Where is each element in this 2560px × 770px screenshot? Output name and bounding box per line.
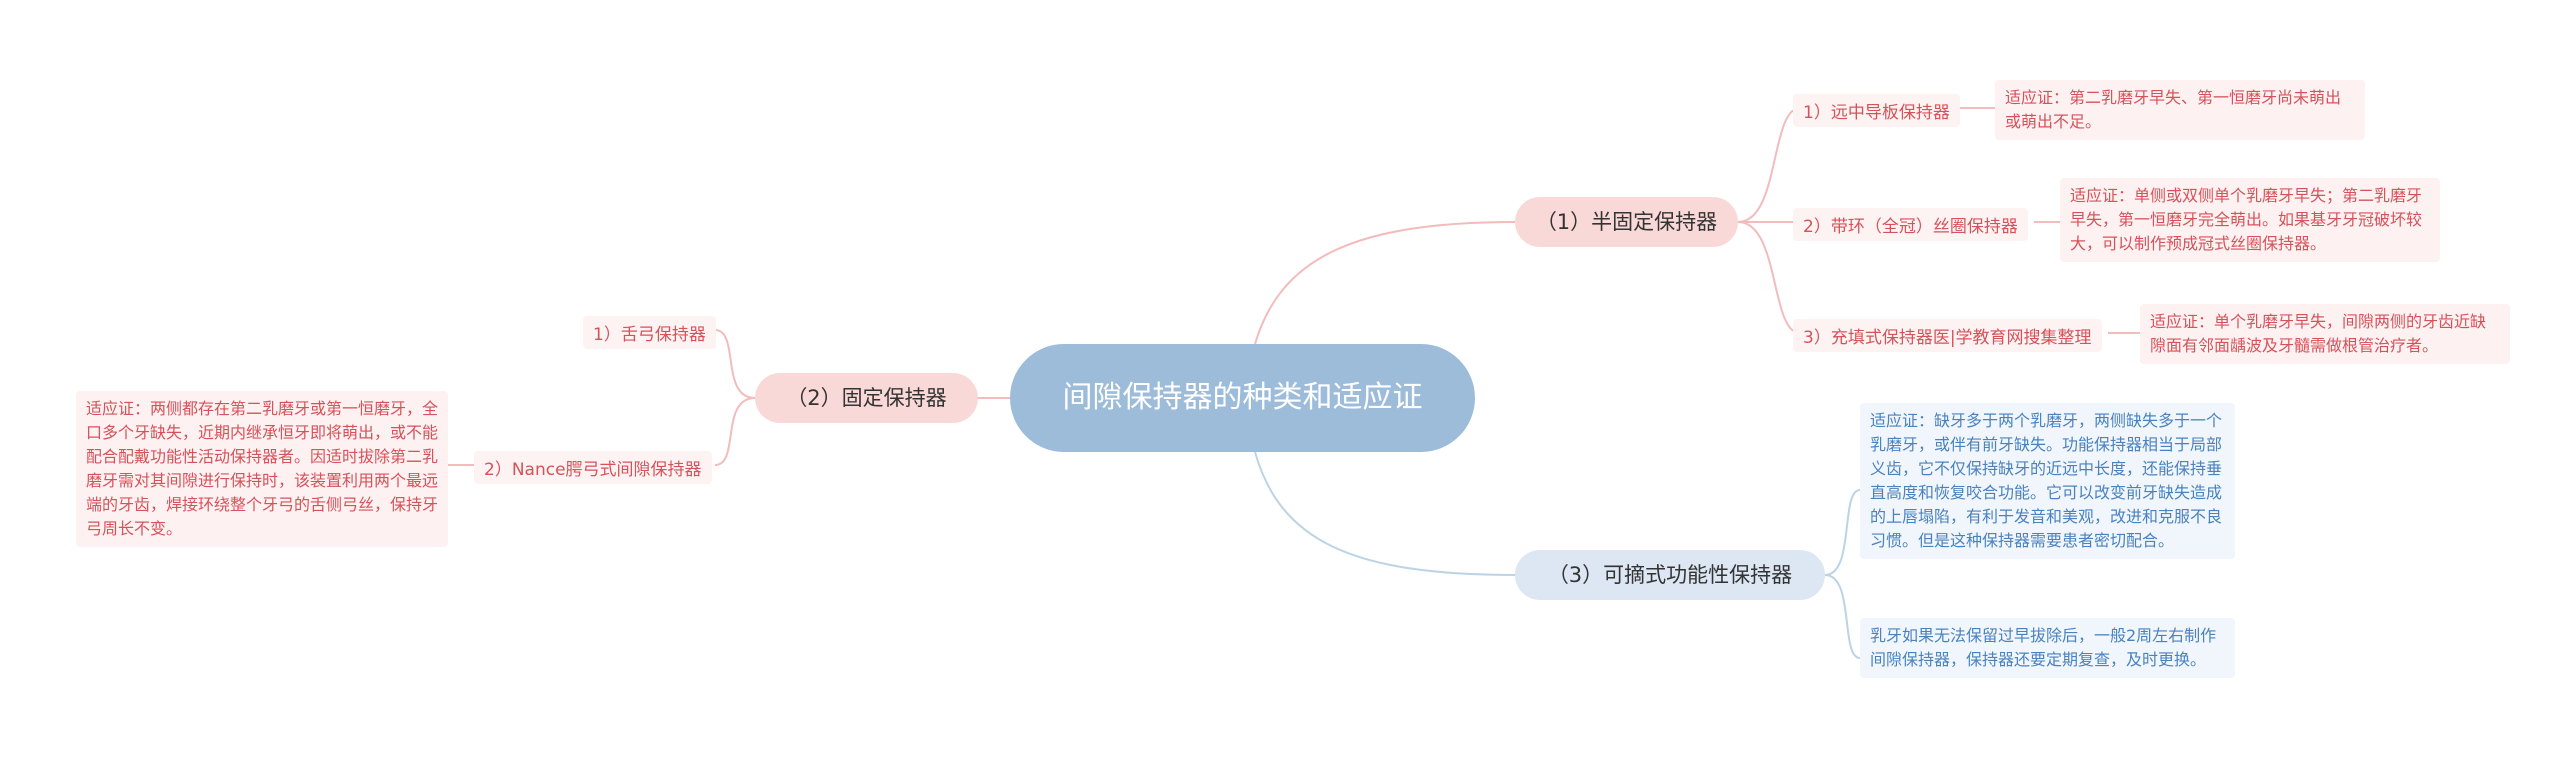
note-nance-arch: 适应证：两侧都存在第二乳磨牙或第一恒磨牙，全口多个牙缺失，近期内继承恒牙即将萌出… [76,391,448,547]
link-root-branch1 [1254,221,1516,345]
link-branch2-item2 [714,397,756,466]
note-removable-indication: 适应证：缺牙多于两个乳磨牙，两侧缺失多于一个乳磨牙，或伴有前牙缺失。功能保持器相… [1860,403,2235,559]
note-text: 乳牙如果无法保留过早拔除后，一般2周左右制作间隙保持器，保持器还要定期复查，及时… [1870,626,2217,669]
note-text: 适应证：单侧或双侧单个乳磨牙早失；第二乳磨牙早失，第一恒磨牙完全萌出。如果基牙牙… [2070,186,2423,253]
topic-label: 2）带环（全冠）丝圈保持器 [1803,217,2018,237]
note-text: 适应证：单个乳磨牙早失，间隙两侧的牙齿近缺隙面有邻面龋波及牙髓需做根管治疗者。 [2150,312,2487,355]
branch-removable-functional-retainer[interactable]: （3）可摘式功能性保持器 [1515,550,1825,600]
note-text: 适应证：缺牙多于两个乳磨牙，两侧缺失多于一个乳磨牙，或伴有前牙缺失。功能保持器相… [1870,411,2223,550]
topic-label: 2）Nance腭弓式间隙保持器 [484,460,702,480]
topic-band-loop-retainer[interactable]: 2）带环（全冠）丝圈保持器 [1793,208,2028,241]
note-filling: 适应证：单个乳磨牙早失，间隙两侧的牙齿近缺隙面有邻面龋波及牙髓需做根管治疗者。 [2140,304,2510,364]
branch-semi-fixed-retainer[interactable]: （1）半固定保持器 [1515,197,1738,247]
topic-label: 3）充填式保持器医|学教育网搜集整理 [1803,328,2092,348]
branch1-label: （1）半固定保持器 [1535,210,1718,234]
topic-label: 1）远中导板保持器 [1803,103,1950,123]
branch3-label: （3）可摘式功能性保持器 [1547,563,1793,587]
topic-nance-arch-retainer[interactable]: 2）Nance腭弓式间隙保持器 [474,451,712,484]
note-distal-shoe: 适应证：第二乳磨牙早失、第一恒磨牙尚未萌出或萌出不足。 [1995,80,2365,140]
note-text: 适应证：两侧都存在第二乳磨牙或第一恒磨牙，全口多个牙缺失，近期内继承恒牙即将萌出… [86,399,439,538]
link-branch1-item3 [1737,221,1801,334]
link-branch1-item1 [1737,107,1801,223]
topic-label: 1）舌弓保持器 [593,325,706,345]
topic-filling-retainer[interactable]: 3）充填式保持器医|学教育网搜集整理 [1793,319,2102,352]
link-branch2-item1 [714,329,756,399]
note-text: 适应证：第二乳磨牙早失、第一恒磨牙尚未萌出或萌出不足。 [2005,88,2342,131]
note-removable-timing: 乳牙如果无法保留过早拔除后，一般2周左右制作间隙保持器，保持器还要定期复查，及时… [1860,618,2235,678]
link-root-branch3 [1254,451,1516,576]
branch-fixed-retainer[interactable]: （2）固定保持器 [755,373,978,423]
link-branch3-note2 [1824,574,1861,659]
branch2-label: （2）固定保持器 [786,386,947,410]
topic-lingual-arch-retainer[interactable]: 1）舌弓保持器 [583,316,716,349]
topic-distal-shoe-retainer[interactable]: 1）远中导板保持器 [1793,94,1960,127]
note-band-loop: 适应证：单侧或双侧单个乳磨牙早失；第二乳磨牙早失，第一恒磨牙完全萌出。如果基牙牙… [2060,178,2440,262]
link-branch3-note1 [1824,489,1861,576]
root-topic[interactable]: 间隙保持器的种类和适应证 [1010,344,1475,452]
root-title: 间隙保持器的种类和适应证 [1062,380,1423,415]
